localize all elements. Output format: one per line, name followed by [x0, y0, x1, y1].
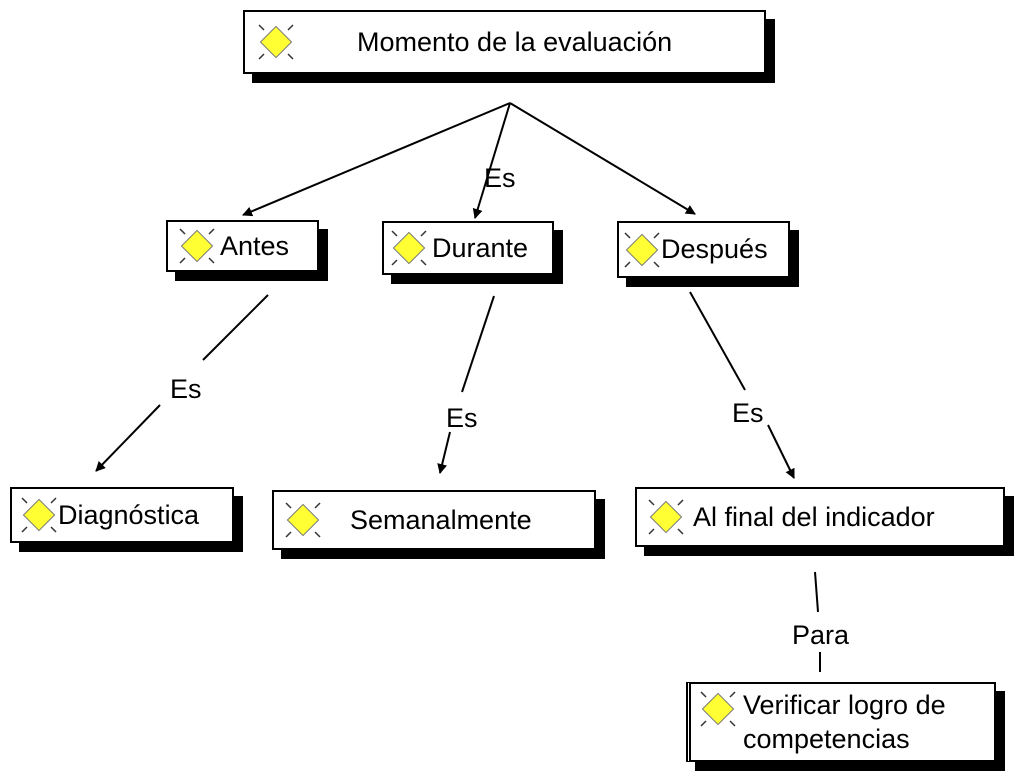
node-al-final-label: Al final del indicador [693, 501, 935, 532]
node-diagnostica: Diagnóstica [10, 487, 234, 543]
link-label-es-durante: Es [484, 163, 516, 193]
node-momento: Momento de la evaluación [243, 10, 766, 74]
yellow-diamond-icon [648, 499, 684, 535]
edge-root-antes [242, 102, 511, 217]
edge-root-despues [509, 102, 696, 215]
link-label-para: Para [792, 620, 850, 650]
edge-para-top [814, 571, 819, 613]
yellow-diamond-icon [285, 502, 321, 538]
node-durante: Durante [382, 221, 554, 275]
yellow-diamond-icon [700, 691, 736, 727]
edge-despues-top [689, 291, 746, 391]
edge-antes-bottom [95, 404, 161, 472]
node-diagnostica-label: Diagnóstica [58, 499, 200, 530]
node-verificar-text: Verificar logro de competencias [743, 688, 946, 756]
link-label-es-durante-down: Es [446, 403, 478, 433]
node-title: Momento de la evaluación [357, 26, 673, 57]
node-semanalmente: Semanalmente [272, 490, 596, 550]
yellow-diamond-icon [21, 497, 57, 533]
edge-root-durante [472, 102, 511, 219]
node-despues: Después [617, 221, 790, 278]
node-verificar-line1: Verificar logro de [743, 690, 946, 720]
yellow-diamond-icon [258, 24, 294, 60]
yellow-diamond-icon [391, 230, 427, 266]
node-al-final: Al final del indicador [635, 487, 1005, 547]
yellow-diamond-icon [179, 228, 215, 264]
edge-despues-bottom [767, 424, 795, 479]
node-durante-label: Durante [432, 232, 529, 263]
node-antes: Antes [166, 220, 319, 272]
node-despues-label: Después [661, 234, 768, 264]
yellow-diamond-icon [624, 231, 660, 268]
node-semanalmente-label: Semanalmente [350, 504, 532, 535]
edge-durante-top [461, 295, 495, 393]
link-label-es-antes: Es [170, 374, 202, 404]
node-verificar-line2: competencias [743, 724, 910, 754]
link-label-es-despues: Es [732, 398, 764, 428]
edge-antes-top [202, 294, 269, 361]
node-verificar: Verificar logro de competencias [686, 682, 996, 762]
edge-durante-bottom [437, 431, 451, 474]
node-antes-label: Antes [220, 230, 290, 261]
